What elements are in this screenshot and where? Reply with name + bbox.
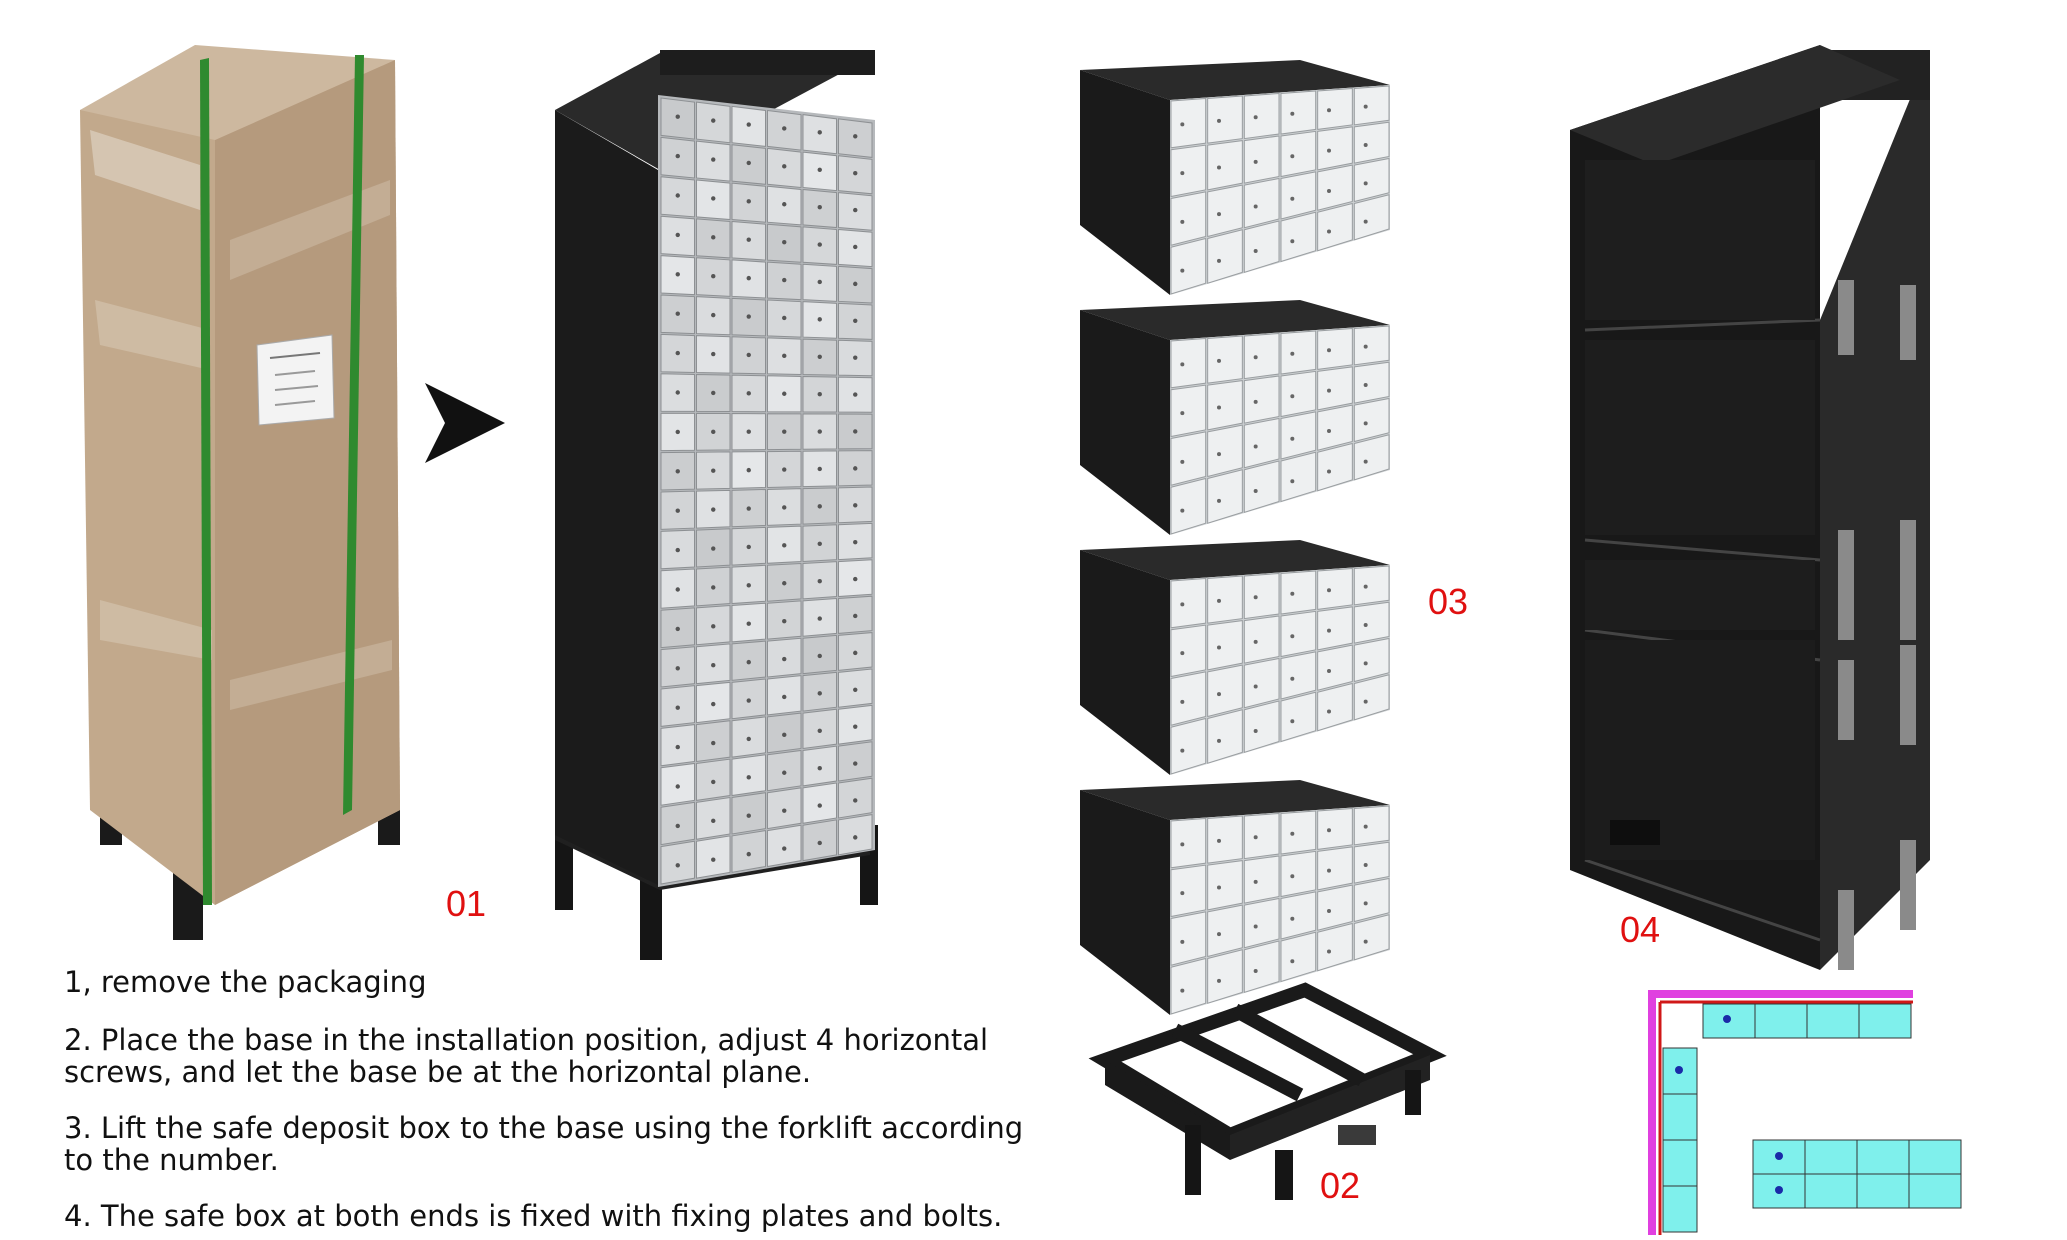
instruction-1: 1, remove the packaging	[64, 965, 427, 999]
right-arrow-icon	[425, 383, 505, 463]
instruction-2: 2. Place the base in the installation po…	[64, 1023, 989, 1089]
assembled-cabinet-image	[555, 50, 878, 960]
step-label-04: 04	[1620, 909, 1661, 950]
step-label-02: 02	[1320, 1165, 1361, 1206]
instruction-3: 3. Lift the safe deposit box to the base…	[64, 1111, 1024, 1177]
step-label-01: 01	[446, 883, 487, 924]
layout-plan-diagram	[1648, 990, 1962, 1235]
cabinet-rear-image	[1570, 45, 1930, 970]
step-label-03: 03	[1428, 581, 1469, 622]
box-module-image	[1080, 60, 1390, 1015]
instruction-4: 4. The safe box at both ends is fixed wi…	[64, 1199, 1003, 1233]
base-frame-image	[1088, 982, 1447, 1200]
